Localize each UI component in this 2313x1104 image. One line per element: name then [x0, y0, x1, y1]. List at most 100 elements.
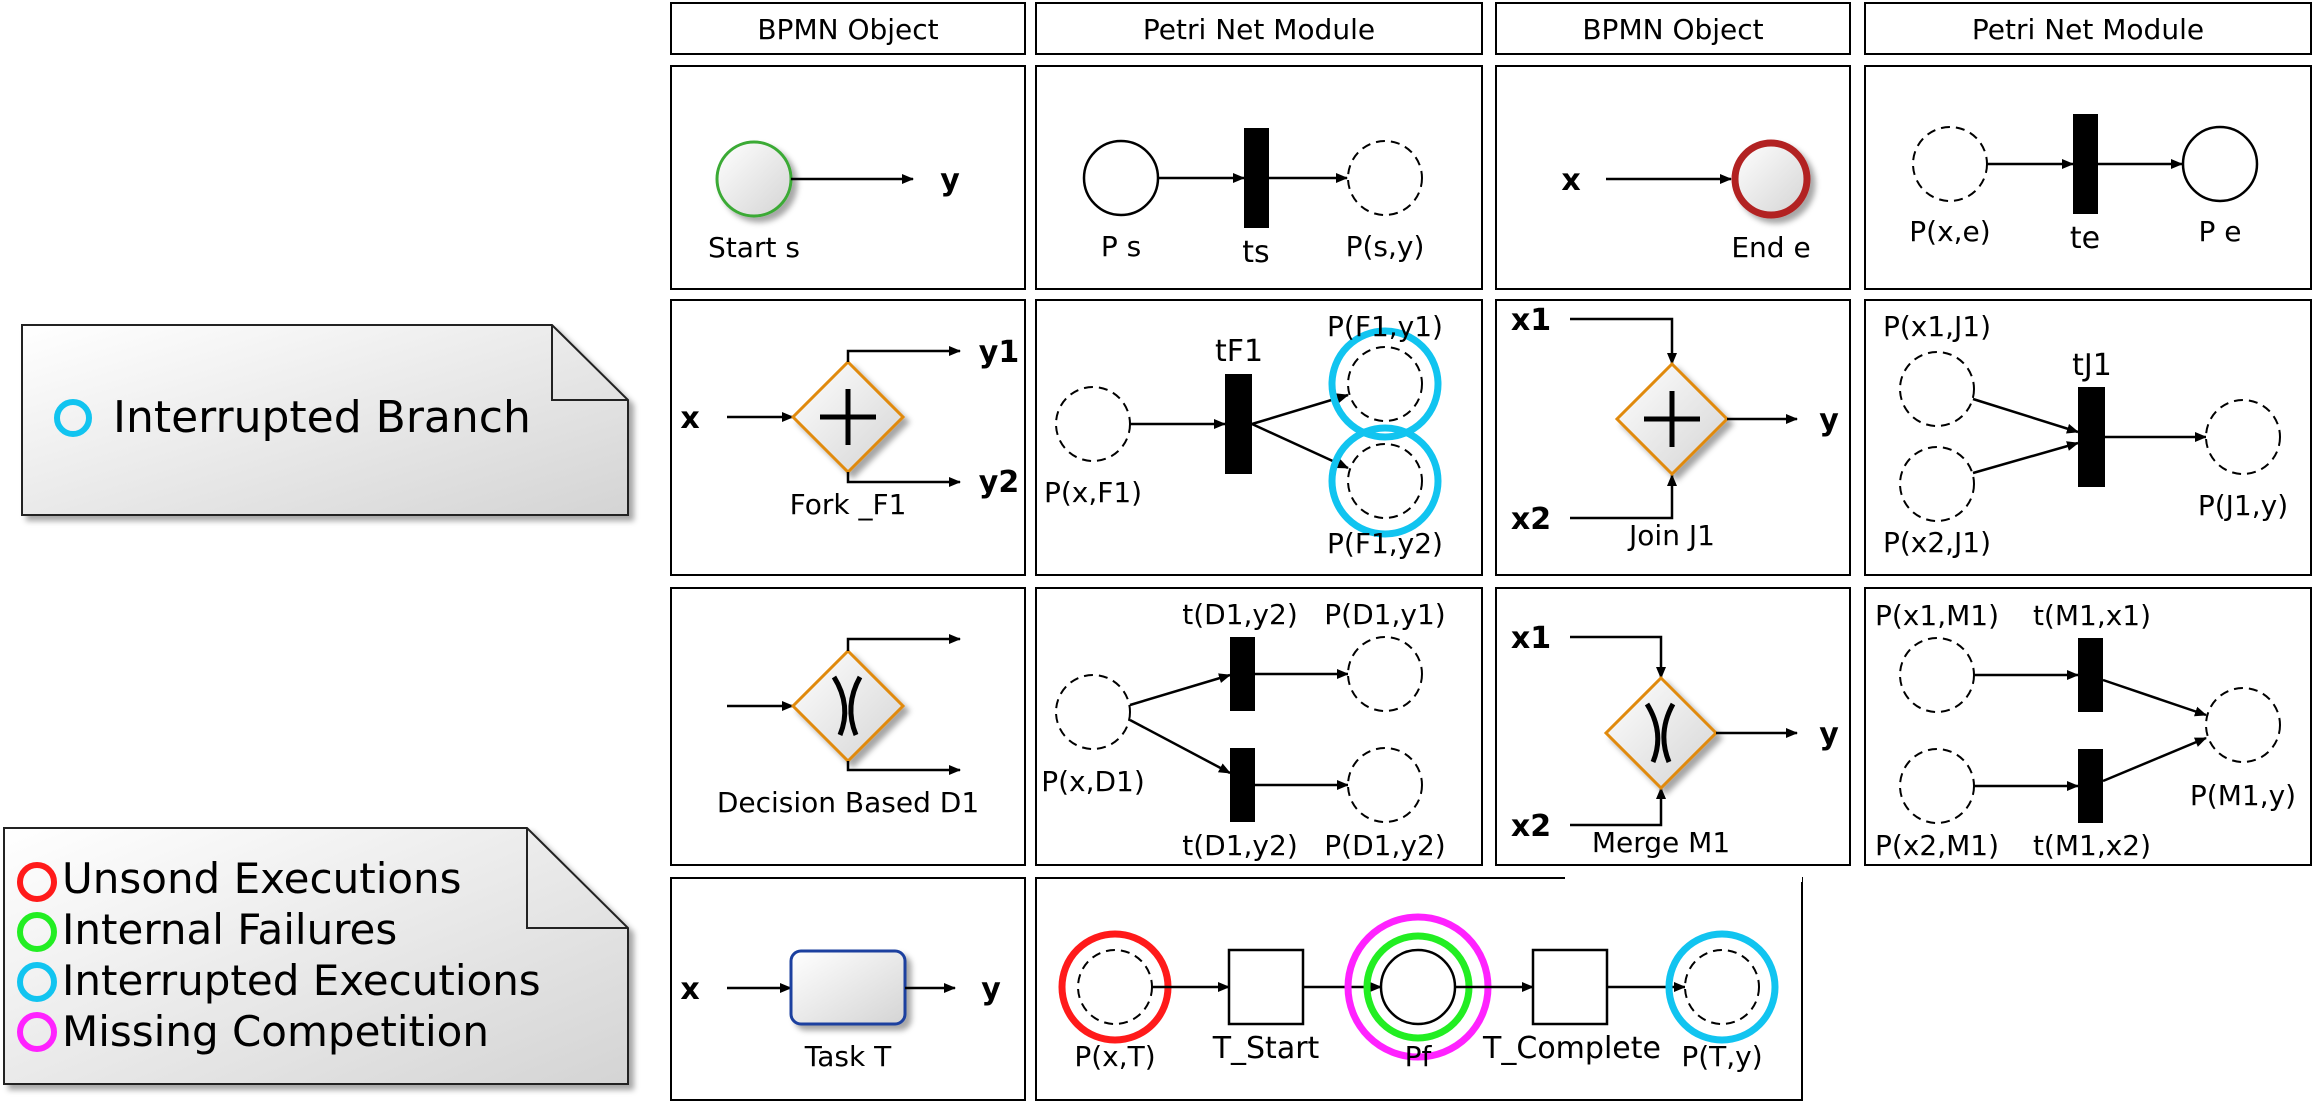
- task-icon: [789, 949, 907, 1026]
- legend-unsound: Unsond Executions: [62, 854, 462, 903]
- end-in-label: x: [1561, 163, 1580, 198]
- task-pn-pout: P(T,y): [1681, 1040, 1762, 1073]
- decision-pn-pout2: P(D1,y2): [1324, 829, 1445, 862]
- task-pn-tstart: T_Start: [1212, 1031, 1320, 1066]
- join-in2-label: x2: [1511, 502, 1551, 537]
- transition-tm1x2: [2078, 749, 2103, 823]
- place-pxf1: [1055, 386, 1131, 462]
- interrupted-branch-icon: [54, 399, 92, 437]
- transition-tf1: [1225, 374, 1252, 474]
- place-pxd1: [1055, 674, 1131, 750]
- place-pj1y: [2205, 399, 2281, 475]
- start-pn-pout: P(s,y): [1346, 230, 1425, 263]
- place-pf1y2: [1347, 443, 1423, 519]
- merge-pn-pout: P(M1,y): [2190, 779, 2296, 812]
- task-label: Task T: [804, 1040, 892, 1073]
- cell-fork-petri: tF1 P(F1,y1) P(F1,y2) P(x,F1): [1035, 299, 1483, 576]
- fork-label: Fork _F1: [790, 488, 907, 521]
- header-bpmn-object-2: BPMN Object: [1582, 13, 1763, 46]
- header-petri-net-2: Petri Net Module: [1972, 13, 2204, 46]
- decision-label: Decision Based D1: [717, 786, 979, 819]
- decision-pn-pout1: P(D1,y1): [1324, 598, 1445, 631]
- merge-in1-label: x1: [1511, 621, 1551, 656]
- start-pn-pin: P s: [1101, 230, 1141, 263]
- join-pn-pin2: P(x2,J1): [1883, 526, 1991, 559]
- place-pd1y1: [1347, 636, 1423, 712]
- place-pd1y2: [1347, 747, 1423, 823]
- header-bpmn-object-1: BPMN Object: [757, 13, 938, 46]
- cell-start-event: y Start s: [670, 65, 1026, 290]
- missing-competition-icon: [17, 1012, 57, 1052]
- cell-merge-gateway: x1 x2 y Merge M1: [1495, 587, 1851, 866]
- legend-internal: Internal Failures: [62, 905, 397, 954]
- task-pn-tcomplete: T_Complete: [1482, 1031, 1661, 1066]
- place-px1j1: [1899, 351, 1975, 427]
- place-px2j1: [1899, 446, 1975, 522]
- cell-decision-gateway: Decision Based D1: [670, 587, 1026, 866]
- fork-pn-t: tF1: [1215, 334, 1263, 369]
- transition-te: [2073, 114, 2098, 214]
- cell-join-gateway: x1 x2 y Join J1: [1495, 299, 1851, 576]
- end-label: End e: [1731, 231, 1810, 264]
- fork-out2-label: y2: [979, 465, 1019, 500]
- cell-merge-petri: P(x1,M1) t(M1,x1) P(x2,M1) t(M1,x2) P(M1…: [1864, 587, 2312, 866]
- legend-missing: Missing Competition: [62, 1007, 489, 1056]
- start-pn-t: ts: [1242, 235, 1269, 270]
- cell-join-petri: P(x1,J1) P(x2,J1) tJ1 P(J1,y): [1864, 299, 2312, 576]
- end-event-icon: [1731, 139, 1811, 219]
- task-out-label: y: [981, 972, 1001, 1007]
- merge-pn-t1: t(M1,x1): [2033, 599, 2151, 632]
- cell-end-event: x End e: [1495, 65, 1851, 290]
- place-pty: [1684, 949, 1760, 1025]
- merge-in2-label: x2: [1511, 809, 1551, 844]
- note-interrupted-branch: Interrupted Branch: [21, 324, 629, 516]
- join-pn-pout: P(J1,y): [2198, 489, 2288, 522]
- merge-pn-pin1: P(x1,M1): [1875, 599, 1999, 632]
- place-pf: [1379, 948, 1457, 1026]
- join-pn-t: tJ1: [2072, 348, 2112, 383]
- cell-start-petri: P s ts P(s,y): [1035, 65, 1483, 290]
- place-pxe: [1912, 126, 1988, 202]
- start-label: Start s: [708, 231, 800, 264]
- cell-fork-gateway: x y1 y2 Fork _F1: [670, 299, 1026, 576]
- place-ps: [1082, 139, 1160, 217]
- exclusive-merge-gateway-icon: [1603, 675, 1719, 791]
- start-out-label: y: [940, 163, 960, 198]
- interrupted-branch-label: Interrupted Branch: [113, 392, 531, 443]
- place-px2m1: [1899, 748, 1975, 824]
- interrupted-execution-marker: [1665, 930, 1779, 1044]
- merge-pn-pin2: P(x2,M1): [1875, 829, 1999, 862]
- unsound-icon: [17, 862, 57, 902]
- fork-in-label: x: [680, 401, 699, 436]
- merge-label: Merge M1: [1592, 826, 1730, 859]
- transition-td1-2: [1230, 748, 1255, 822]
- place-px1m1: [1899, 637, 1975, 713]
- legend-note: Unsond Executions Internal Failures Inte…: [3, 827, 629, 1085]
- task-pn-pmid: Pf: [1405, 1040, 1433, 1073]
- join-label: Join J1: [1627, 519, 1715, 552]
- cell-task: x y Task T: [670, 877, 1026, 1101]
- cell-task-petri: P(x,T) T_Start Pf T_Complete P(T,y): [1035, 872, 1803, 1101]
- interrupted-branch-marker-1: [1328, 327, 1442, 441]
- cell-decision-petri: t(D1,y2) P(D1,y1) P(x,D1) t(D1,y2) P(D1,…: [1035, 587, 1483, 866]
- join-pn-pin1: P(x1,J1): [1883, 310, 1991, 343]
- end-pn-pout: P e: [2198, 215, 2241, 248]
- merge-out-label: y: [1819, 717, 1839, 752]
- table-headers: BPMN Object Petri Net Module BPMN Object…: [670, 2, 2312, 55]
- legend-interrupted: Interrupted Executions: [62, 956, 541, 1005]
- start-event-icon: [715, 140, 793, 218]
- decision-pn-t1: t(D1,y2): [1182, 598, 1298, 631]
- transition-t-start: [1227, 948, 1305, 1026]
- fork-pn-pout2: P(F1,y2): [1327, 527, 1443, 560]
- fork-out1-label: y1: [979, 335, 1019, 370]
- join-out-label: y: [1819, 403, 1839, 438]
- end-pn-t: te: [2070, 221, 2100, 256]
- header-petri-net-1: Petri Net Module: [1143, 13, 1375, 46]
- transition-t-complete: [1531, 948, 1609, 1026]
- fork-pn-pin: P(x,F1): [1044, 476, 1142, 509]
- decision-pn-t2: t(D1,y2): [1182, 829, 1298, 862]
- transition-tm1x1: [2078, 638, 2103, 712]
- cell-end-petri: P(x,e) te P e: [1864, 65, 2312, 290]
- transition-tj1: [2078, 387, 2105, 487]
- fork-pn-pout1: P(F1,y1): [1327, 310, 1443, 343]
